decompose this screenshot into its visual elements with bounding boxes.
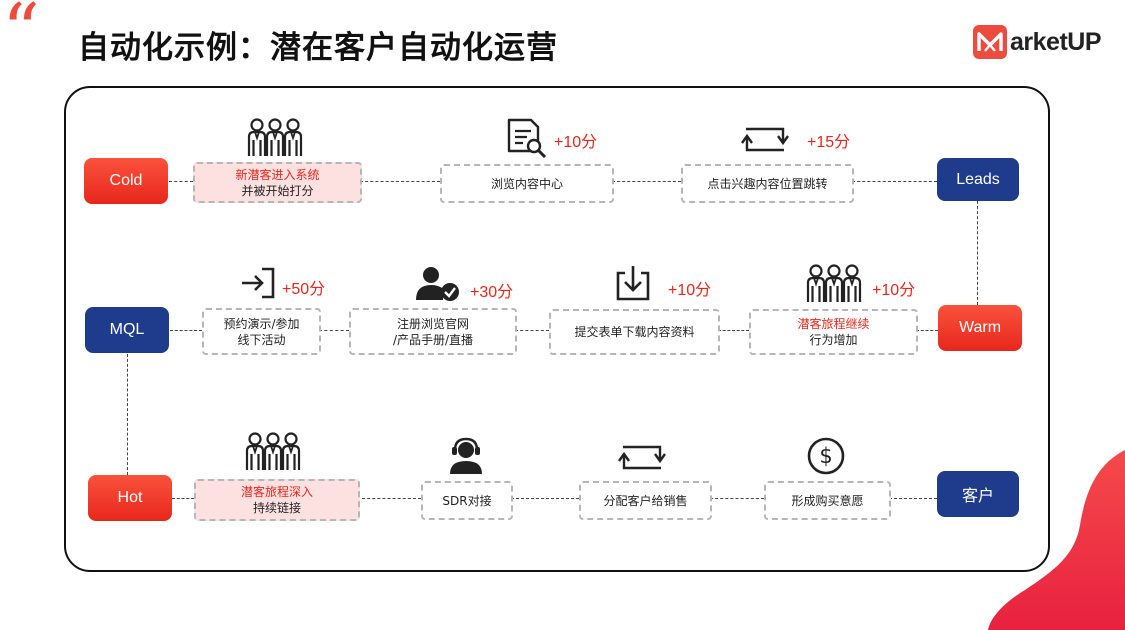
connector-line bbox=[319, 330, 349, 331]
step-text: 预约演示/参加 bbox=[223, 316, 300, 331]
score-badge: +15分 bbox=[807, 134, 851, 151]
score-badge: +50分 bbox=[282, 281, 326, 298]
step-text: 点击兴趣内容位置跳转 bbox=[707, 176, 828, 191]
step-submit-form: 提交表单下载内容资料 bbox=[549, 309, 720, 355]
people-group-icon bbox=[245, 432, 301, 472]
dollar-circle-icon: $ bbox=[807, 437, 845, 475]
step-text: /产品手册/直播 bbox=[392, 332, 474, 347]
step-text: SDR对接 bbox=[442, 493, 492, 508]
connector-line bbox=[169, 181, 193, 182]
connector-line bbox=[852, 181, 937, 182]
download-icon bbox=[616, 266, 650, 301]
step-click-interest: 点击兴趣内容位置跳转 bbox=[681, 164, 854, 203]
step-text: 并被开始打分 bbox=[241, 183, 314, 198]
connector-line bbox=[710, 498, 764, 499]
stage-mql: MQL bbox=[85, 307, 169, 353]
cycle-arrows-icon bbox=[617, 437, 667, 477]
connector-line bbox=[977, 201, 978, 305]
score-badge: +10分 bbox=[668, 282, 712, 299]
step-assign-sales: 分配客户给销售 bbox=[579, 481, 712, 520]
step-browse-content: 浏览内容中心 bbox=[440, 164, 614, 203]
step-text: 持续链接 bbox=[252, 501, 301, 515]
connector-line bbox=[612, 181, 681, 182]
step-register-browse: 注册浏览官网 /产品手册/直播 bbox=[349, 308, 517, 355]
connector-line bbox=[511, 498, 579, 499]
people-group-icon bbox=[806, 264, 862, 304]
step-text-highlight: 潜客旅程深入 bbox=[240, 485, 313, 499]
step-text: 行为增加 bbox=[809, 333, 858, 347]
stage-cold: Cold bbox=[84, 158, 168, 204]
user-check-icon bbox=[416, 267, 459, 301]
step-text: 形成购买意愿 bbox=[791, 493, 864, 508]
connector-line bbox=[360, 181, 440, 182]
step-new-lead: 新潜客进入系统 并被开始打分 bbox=[193, 162, 362, 203]
stage-hot: Hot bbox=[88, 475, 172, 521]
score-badge: +10分 bbox=[872, 282, 916, 299]
corner-wave-decoration bbox=[988, 450, 1125, 630]
step-text: 分配客户给销售 bbox=[603, 493, 688, 508]
support-agent-icon bbox=[450, 437, 482, 474]
brand-logo: arketUP bbox=[973, 25, 1102, 59]
stage-leads: Leads bbox=[937, 158, 1019, 201]
step-text-highlight: 潜客旅程继续 bbox=[797, 317, 870, 331]
step-sdr-handoff: SDR对接 bbox=[421, 481, 513, 520]
connector-line bbox=[172, 498, 194, 499]
step-journey-deepen: 潜客旅程深入 持续链接 bbox=[194, 479, 360, 521]
document-search-icon bbox=[507, 118, 547, 159]
stage-customer: 客户 bbox=[937, 471, 1019, 517]
svg-text:$: $ bbox=[819, 444, 832, 468]
cycle-arrows-icon bbox=[740, 119, 790, 159]
score-badge: +30分 bbox=[470, 284, 514, 301]
connector-line bbox=[916, 330, 938, 331]
connector-line bbox=[127, 354, 128, 475]
step-text: 浏览内容中心 bbox=[490, 176, 563, 191]
sign-in-icon bbox=[242, 267, 275, 299]
page-title: 自动化示例：潜在客户自动化运营 bbox=[78, 30, 558, 66]
step-book-demo: 预约演示/参加 线下活动 bbox=[202, 308, 321, 355]
connector-line bbox=[889, 498, 937, 499]
step-text: 提交表单下载内容资料 bbox=[574, 325, 695, 339]
connector-line bbox=[357, 498, 421, 499]
step-journey-continue: 潜客旅程继续 行为增加 bbox=[749, 309, 918, 355]
step-text: 注册浏览官网 bbox=[396, 316, 469, 331]
people-group-icon bbox=[247, 118, 303, 158]
score-badge: +10分 bbox=[554, 134, 598, 151]
connector-line bbox=[170, 330, 202, 331]
quote-mark-icon: “ bbox=[2, 0, 40, 74]
step-text: 线下活动 bbox=[237, 332, 286, 347]
connector-line bbox=[718, 330, 749, 331]
stage-warm: Warm bbox=[938, 305, 1022, 351]
m-logo-icon bbox=[973, 25, 1007, 59]
flow-frame bbox=[64, 86, 1050, 572]
connector-line bbox=[515, 330, 549, 331]
logo-text: arketUP bbox=[1010, 27, 1102, 56]
step-text-highlight: 新潜客进入系统 bbox=[235, 167, 320, 182]
step-purchase-intent: 形成购买意愿 bbox=[764, 481, 891, 520]
